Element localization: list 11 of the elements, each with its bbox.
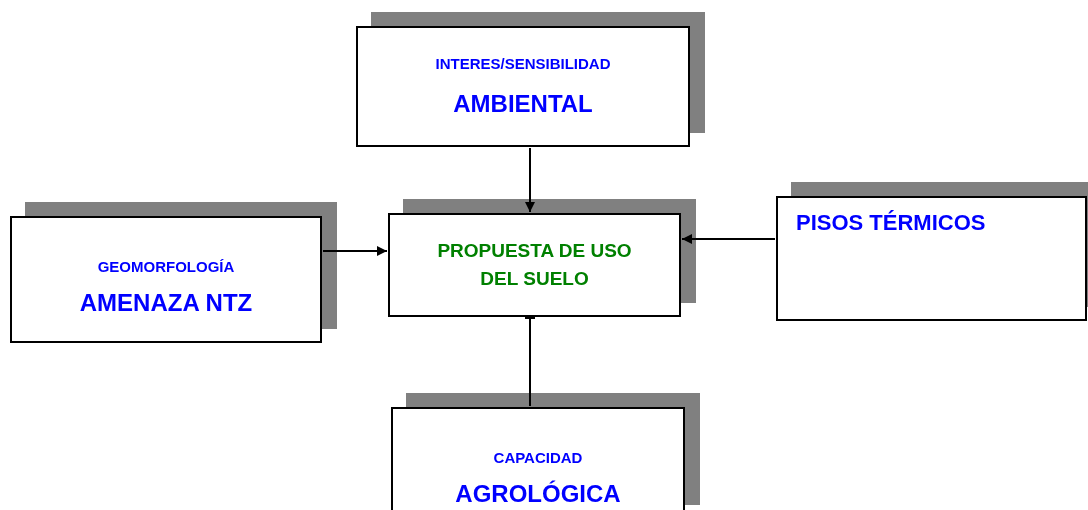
node-subtitle: INTERES/SENSIBILIDAD [435, 55, 611, 72]
node-title: AMBIENTAL [453, 90, 593, 118]
node-title: AGROLÓGICA [455, 480, 621, 508]
arrow [322, 246, 388, 256]
node-subtitle: GEOMORFOLOGÍA [97, 258, 235, 275]
node-title: AMENAZA NTZ [79, 289, 253, 317]
node-title: PROPUESTA DE USO DEL SUELO [436, 239, 633, 291]
node-title: PISOS TÉRMICOS [796, 210, 986, 236]
node-subtitle: CAPACIDAD [493, 449, 583, 466]
arrow [681, 234, 776, 244]
arrow [525, 147, 535, 213]
